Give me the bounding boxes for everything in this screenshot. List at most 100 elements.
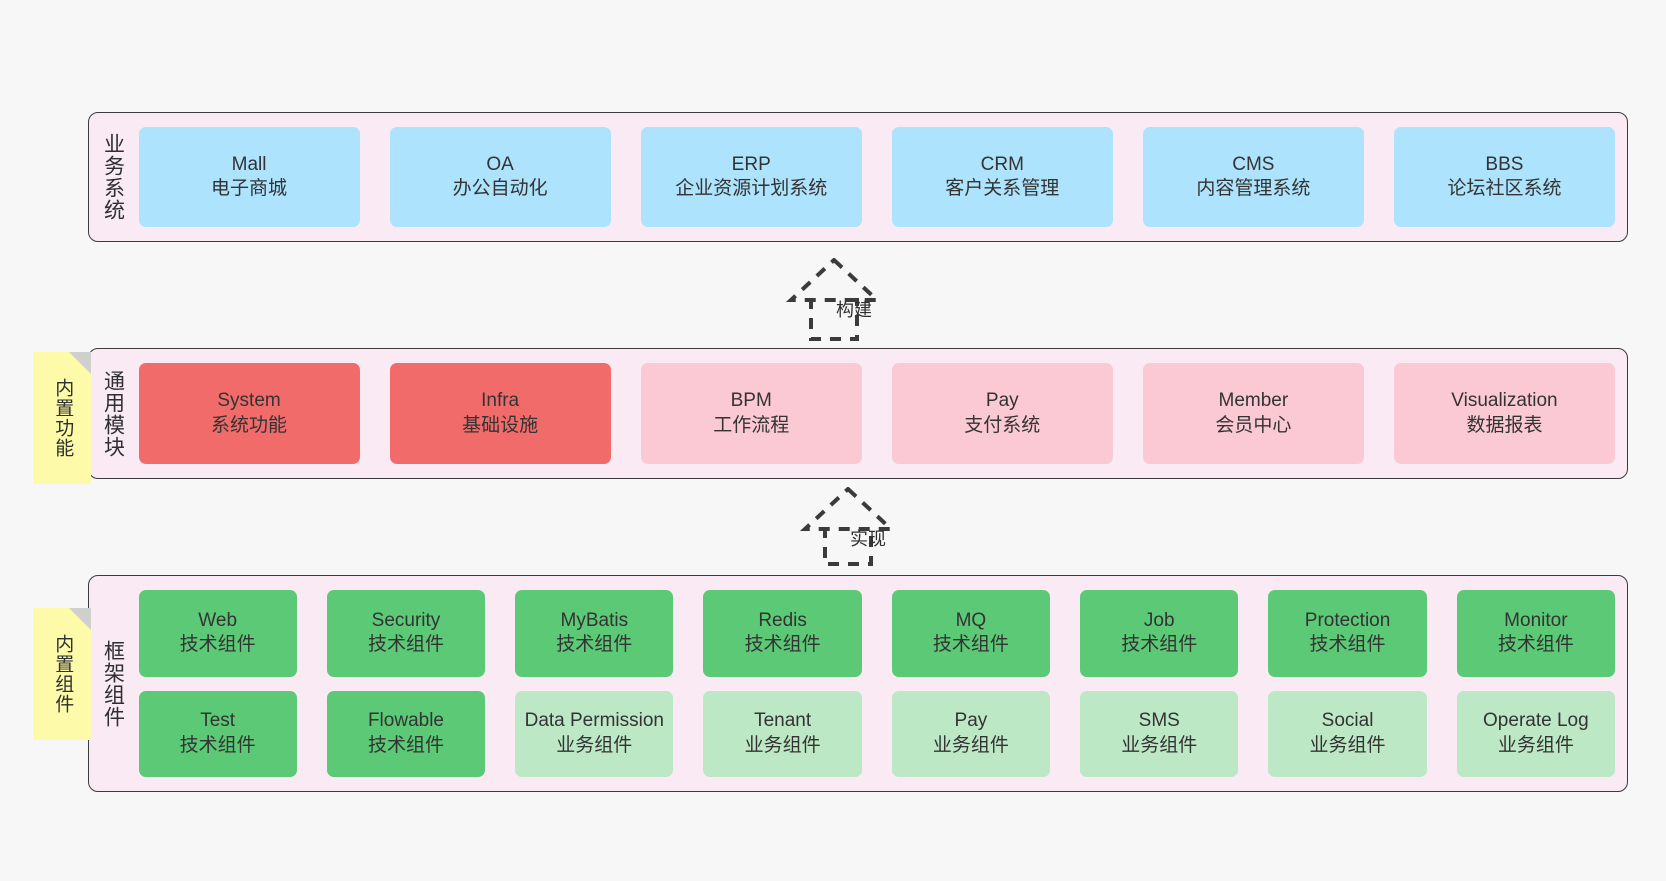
node-name: CRM: [980, 153, 1024, 175]
arrow-label: 构建: [836, 300, 872, 320]
node-name: OA: [486, 153, 514, 175]
layer-label-framework-components: 框架组件: [101, 639, 125, 728]
note-text: 内置组件: [52, 634, 74, 714]
node-name: Test: [200, 710, 236, 732]
node-mq[interactable]: MQ 技术组件: [891, 590, 1051, 677]
node-subtitle: 业务组件: [744, 734, 821, 756]
node-oa[interactable]: OA 办公自动化: [389, 127, 611, 227]
node-name: Redis: [758, 609, 807, 631]
node-name: BPM: [730, 390, 772, 412]
node-name: Web: [198, 609, 238, 631]
sticky-note-2: 内置组件: [33, 608, 91, 740]
node-bbs[interactable]: BBS 论坛社区系统: [1393, 127, 1615, 227]
node-subtitle: 企业资源计划系统: [675, 178, 828, 199]
node-name: Protection: [1304, 609, 1391, 631]
node-subtitle: 业务组件: [1121, 734, 1198, 756]
sticky-note-1: 内置功能: [33, 352, 91, 484]
node-cms[interactable]: CMS 内容管理系统: [1142, 127, 1364, 227]
node-subtitle: 技术组件: [179, 634, 256, 656]
node-subtitle: 技术组件: [744, 634, 821, 656]
node-mybatis[interactable]: MyBatis 技术组件: [515, 590, 674, 677]
node-subtitle: 系统功能: [211, 414, 288, 436]
node-name: Flowable: [367, 710, 444, 732]
node-subtitle: 业务组件: [1309, 734, 1386, 756]
node-name: Operate Log: [1483, 710, 1589, 732]
node-subtitle: 支付系统: [964, 414, 1041, 436]
note-fold-corner-icon: [69, 608, 91, 630]
node-name: Pay: [985, 390, 1019, 412]
node-subtitle: 内容管理系统: [1196, 178, 1311, 199]
node-subtitle: 业务组件: [932, 734, 1009, 756]
node-subtitle: 技术组件: [367, 634, 444, 656]
node-job[interactable]: Job 技术组件: [1080, 590, 1239, 677]
arrow-1: 构建: [758, 257, 910, 342]
node-name: Social: [1321, 710, 1374, 732]
node-redis[interactable]: Redis 技术组件: [703, 590, 862, 677]
node-protection[interactable]: Protection 技术组件: [1268, 590, 1427, 677]
node-subtitle: 技术组件: [932, 634, 1009, 656]
note-fold-corner-icon: [69, 352, 91, 374]
node-web[interactable]: Web 技术组件: [138, 590, 297, 677]
node-name: BBS: [1485, 153, 1524, 175]
node-name: Tenant: [754, 710, 812, 732]
node-name: ERP: [731, 153, 771, 175]
node-name: Job: [1143, 609, 1175, 631]
node-name: Mall: [231, 153, 267, 175]
node-name: MyBatis: [560, 609, 629, 631]
node-name: MQ: [955, 609, 987, 631]
node-subtitle: 业务组件: [556, 734, 633, 756]
node-subtitle: 工作流程: [713, 414, 790, 436]
generalization-arrow-icon: [799, 486, 897, 566]
node-name: SMS: [1138, 710, 1180, 732]
node-name: Data Permission: [524, 710, 664, 732]
node-subtitle: 技术组件: [1309, 634, 1386, 656]
node-subtitle: 数据报表: [1466, 414, 1543, 436]
node-name: Pay: [954, 710, 988, 732]
node-subtitle: 基础设施: [462, 414, 539, 436]
node-subtitle: 技术组件: [556, 634, 633, 656]
generalization-arrow-icon: [785, 257, 883, 341]
node-subtitle: 技术组件: [179, 734, 256, 756]
node-name: Visualization: [1451, 390, 1558, 412]
node-erp[interactable]: ERP 企业资源计划系统: [640, 127, 862, 227]
node-subtitle: 办公自动化: [452, 178, 548, 199]
node-subtitle: 论坛社区系统: [1447, 178, 1562, 199]
layer-label-business-systems: 业务系统: [101, 133, 125, 221]
node-name: Infra: [481, 390, 520, 412]
note-text: 内置功能: [52, 378, 74, 458]
node-subtitle: 技术组件: [1121, 634, 1198, 656]
node-subtitle: 业务组件: [1497, 734, 1574, 756]
node-subtitle: 客户关系管理: [945, 178, 1060, 199]
node-name: System: [217, 390, 281, 412]
node-name: Monitor: [1504, 609, 1568, 631]
node-name: CMS: [1232, 153, 1275, 175]
node-subtitle: 技术组件: [367, 734, 444, 756]
node-crm[interactable]: CRM 客户关系管理: [891, 127, 1113, 227]
